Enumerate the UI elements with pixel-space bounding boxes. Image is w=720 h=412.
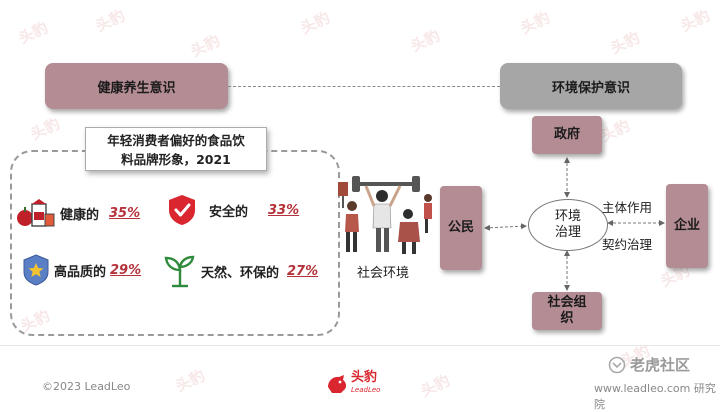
center-line1: 环境 (554, 209, 581, 224)
arrow-citizen-center (484, 223, 527, 231)
attribute-value: 33% (268, 202, 300, 218)
node-enterprise: 企业 (666, 184, 708, 268)
social-org-line1: 社会组 (547, 295, 587, 310)
attribute-value: 29% (110, 262, 142, 278)
edge-label-main-role: 主体作用 (602, 200, 653, 215)
attribute-label: 高品质的 (54, 264, 107, 280)
header-health-awareness: 健康养生意识 (45, 63, 228, 109)
attribute-safe: 安全的 33% (165, 193, 299, 227)
center-line2: 治理 (554, 225, 581, 240)
panel-title-line2: 料品牌形象，2021 (121, 152, 231, 167)
shield-check-icon (169, 195, 195, 225)
attribute-label: 健康的 (60, 207, 100, 223)
attribute-high-quality: 高品质的 29% (22, 254, 141, 286)
logo-text: 头豹 (351, 370, 378, 385)
attribute-label: 安全的 (209, 204, 249, 220)
brand-mark: 老虎社区 (608, 354, 690, 375)
panel-title-line1: 年轻消费者偏好的食品饮 (107, 133, 245, 148)
leadleo-logo: 头豹 LeadLeo (326, 370, 381, 396)
footer-right-text: www.leadleo.com 研究院 (594, 382, 716, 411)
attribute-value: 35% (109, 205, 141, 221)
food-icon (17, 199, 55, 227)
social-org-line2: 织 (560, 311, 574, 326)
tiger-icon (608, 356, 626, 373)
brand-mark-text: 老虎社区 (630, 356, 691, 374)
people-illustration (338, 176, 432, 254)
attribute-natural-eco: 天然、环保的 27% (163, 254, 318, 288)
footer-divider (0, 345, 720, 346)
node-social-organization: 社会组 织 (532, 292, 602, 330)
attribute-healthy: 健康的 35% (16, 198, 140, 228)
node-citizen: 公民 (440, 186, 482, 270)
sprout-icon (164, 255, 195, 288)
attribute-value: 27% (287, 263, 319, 279)
logo-sub: LeadLeo (351, 386, 381, 394)
social-environment-label: 社会环境 (357, 266, 410, 281)
leopard-icon (328, 375, 347, 393)
panel-title: 年轻消费者偏好的食品饮 料品牌形象，2021 (85, 127, 267, 171)
header-environment-awareness: 环境保护意识 (500, 63, 682, 109)
dashed-connector (228, 86, 500, 87)
badge-star-icon (23, 254, 49, 286)
copyright: ©2023 LeadLeo (42, 380, 131, 393)
edge-label-contract-gov: 契约治理 (602, 237, 653, 252)
attribute-label: 天然、环保的 (201, 265, 280, 281)
node-environmental-governance: 环境 治理 (528, 199, 608, 251)
node-government: 政府 (532, 116, 602, 154)
